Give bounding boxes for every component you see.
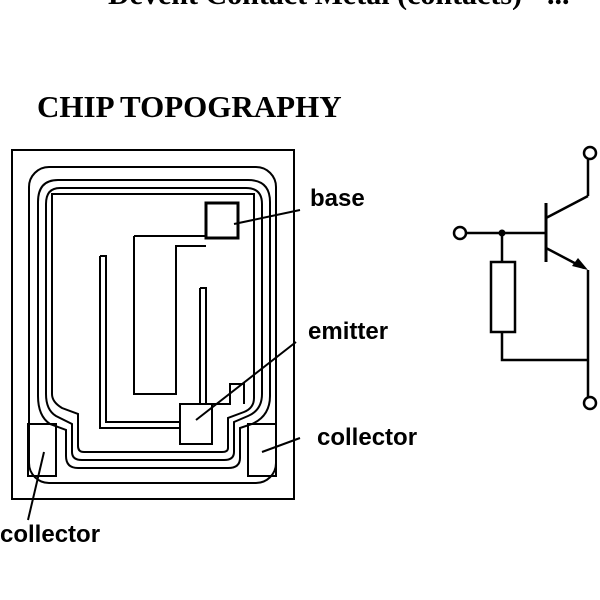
- terminal-emitter: [582, 395, 598, 411]
- emitter-finger-left: [99, 255, 180, 429]
- emitter-arrow: [572, 258, 588, 270]
- guard-ring-inner: [51, 193, 255, 453]
- resistor-wire-bottom: [500, 332, 588, 362]
- die-outline: [11, 149, 295, 500]
- diagram-title: CHIP TOPOGRAPHY: [37, 89, 342, 124]
- collector-pad-right: [247, 423, 277, 477]
- base-metal: [133, 235, 206, 395]
- guard-ring-2: [37, 179, 271, 469]
- label-base: base: [310, 185, 365, 212]
- leader-base: [233, 209, 301, 225]
- collector-lead: [545, 194, 589, 220]
- leader-collector-left: [27, 451, 45, 521]
- label-collector-left: collector: [0, 521, 101, 548]
- terminal-base: [452, 225, 468, 241]
- emitter-pad: [179, 403, 213, 445]
- terminal-collector: [582, 145, 598, 161]
- leader-collector-right: [261, 437, 301, 453]
- guard-ring-3: [45, 187, 263, 461]
- base-pad: [204, 201, 240, 240]
- resistor: [489, 260, 517, 334]
- guard-ring-outer: [28, 166, 277, 484]
- leader-emitter: [195, 341, 297, 421]
- label-collector-right: collector: [317, 424, 418, 451]
- label-emitter: emitter: [308, 318, 389, 345]
- slide-header-cut: Devent Contact Metal (contacts) - ...: [0, 0, 600, 10]
- emitter-finger-mid: [199, 287, 207, 404]
- collector-pad-left: [27, 423, 57, 477]
- emitter-link: [212, 383, 245, 405]
